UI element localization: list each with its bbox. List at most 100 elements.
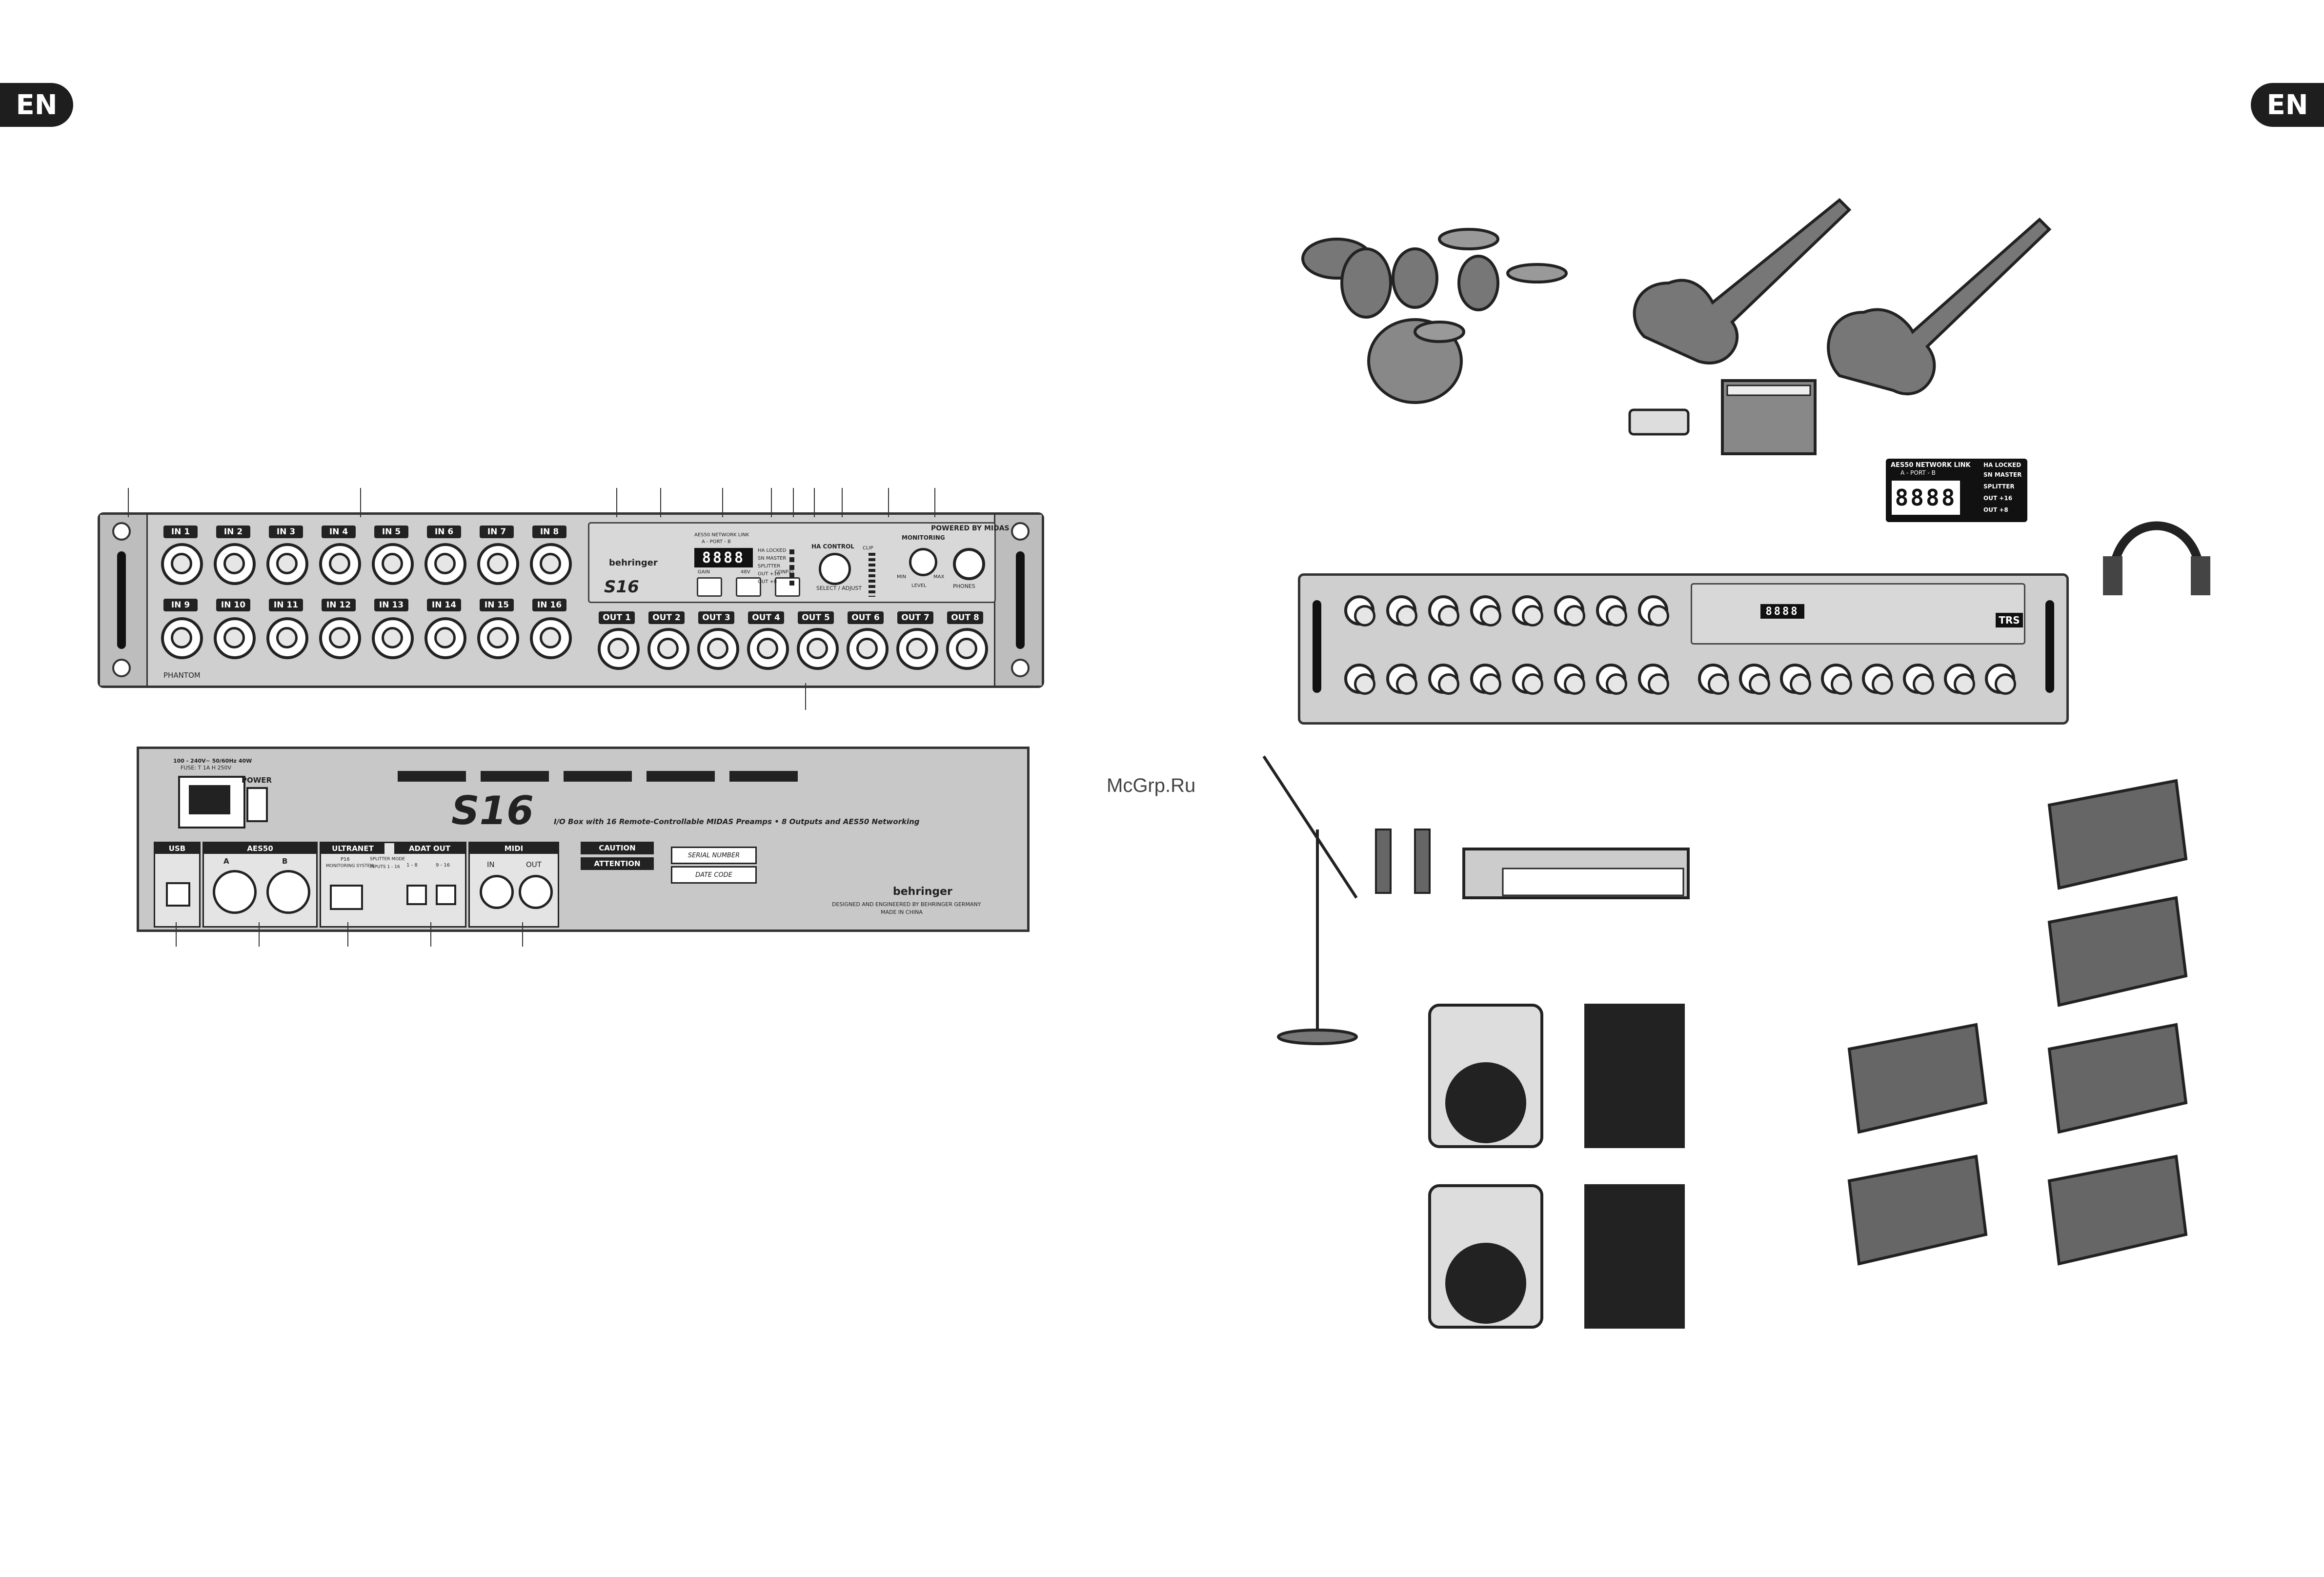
xlr-input-jack[interactable] <box>424 543 466 585</box>
diagram-xlr-output <box>1780 664 1811 695</box>
input-label: IN 6 <box>427 526 461 538</box>
aes50-port-b-label: B <box>282 857 288 866</box>
xlr-input-jack[interactable] <box>214 617 256 659</box>
xlr-input-jack[interactable] <box>424 617 466 659</box>
output-label: OUT 6 <box>848 611 884 624</box>
drum-kit-icon <box>1301 228 1568 404</box>
input-label: IN 15 <box>480 599 514 611</box>
adat-out-2-port[interactable] <box>436 885 456 905</box>
xlr-output-jack[interactable] <box>797 628 839 670</box>
lcd-display: 8888 <box>694 548 753 567</box>
min-label: MIN <box>897 574 907 580</box>
power-switch[interactable] <box>246 787 268 822</box>
xlr-input-jack[interactable] <box>477 543 519 585</box>
adat-out-1-port[interactable] <box>406 885 427 905</box>
diagram-xlr-output <box>1698 664 1729 695</box>
zoom-status-label: OUT +8 <box>1983 506 2008 513</box>
ultranet-port[interactable] <box>330 885 363 910</box>
brand-logo: behringer <box>609 558 658 568</box>
xlr-input-jack[interactable] <box>372 543 414 585</box>
adat-1-label: 1 - 8 <box>406 863 418 868</box>
input-label: IN 1 <box>163 526 198 538</box>
aes50-port-a-label: A <box>223 857 229 866</box>
select-adjust-encoder[interactable] <box>819 553 851 585</box>
xlr-output-jack[interactable] <box>847 628 889 670</box>
xlr-input-jack[interactable] <box>319 543 361 585</box>
xlr-output-jack[interactable] <box>747 628 789 670</box>
config-button[interactable] <box>775 577 800 597</box>
callout-line <box>793 488 794 517</box>
diagram-xlr-input <box>1344 595 1375 627</box>
xlr-output-jack[interactable] <box>647 628 689 670</box>
xlr-output-jack[interactable] <box>697 628 739 670</box>
callout-line <box>347 922 348 947</box>
xlr-input-jack[interactable] <box>266 543 308 585</box>
xlr-input-jack[interactable] <box>530 617 572 659</box>
xlr-input-jack[interactable] <box>161 617 203 659</box>
phones-jack[interactable] <box>953 548 985 580</box>
status-led <box>789 557 794 562</box>
callout-line <box>722 488 723 517</box>
aes50-port-b[interactable] <box>266 870 310 914</box>
xlr-input-jack[interactable] <box>214 543 256 585</box>
xlr-output-jack[interactable] <box>598 628 640 670</box>
powered-by-label: POWERED BY MIDAS <box>931 525 1010 532</box>
phantom-label: PHANTOM <box>163 671 201 680</box>
monitoring-system-label: MONITORING SYSTEM <box>326 864 374 869</box>
xlr-output-jack[interactable] <box>896 628 938 670</box>
aes50-port-a[interactable] <box>213 870 257 914</box>
xlr-input-jack[interactable] <box>161 543 203 585</box>
diagram-xlr-output <box>1944 664 1975 695</box>
midi-out-port[interactable] <box>519 875 553 909</box>
callout-line <box>842 488 843 517</box>
xlr-input-jack[interactable] <box>530 543 572 585</box>
rack-handle-slot <box>1016 551 1025 649</box>
config-label: CONFIG <box>775 569 794 575</box>
output-label: OUT 7 <box>897 611 933 624</box>
electric-guitar-icon <box>1827 217 2052 395</box>
monitoring-label: MONITORING <box>902 534 945 541</box>
xlr-output-jack[interactable] <box>946 628 988 670</box>
guitar-amp-icon <box>1721 379 1817 455</box>
gain-label: GAIN <box>698 569 710 575</box>
diagram-xlr-output <box>1903 664 1934 695</box>
level-meter <box>869 553 875 597</box>
zoom-status-label: OUT +16 <box>1983 495 2013 502</box>
max-label: MAX <box>933 574 945 580</box>
input-label: IN 5 <box>374 526 408 538</box>
callout-line <box>128 488 129 517</box>
watermark: McGrp.Ru <box>1107 775 1196 796</box>
diagram-xlr-input <box>1596 595 1627 627</box>
phantom-48v-button[interactable] <box>736 577 761 597</box>
rack-hole <box>1011 522 1030 541</box>
xlr-input-jack[interactable] <box>372 617 414 659</box>
48v-label: 48V <box>741 569 750 575</box>
midi-out-label: OUT <box>526 860 542 869</box>
diagram-xlr-input <box>1554 664 1585 695</box>
diagram-xlr-input <box>1638 595 1669 627</box>
callout-line <box>934 488 935 517</box>
attention-label: ATTENTION <box>581 857 654 870</box>
network-link-label: AES50 NETWORK LINK <box>694 532 749 538</box>
xlr-input-jack[interactable] <box>266 617 308 659</box>
power-spec-1: 100 - 240V~ 50/60Hz 40W <box>173 758 252 764</box>
pa-speakers-icon <box>1428 1004 1685 1329</box>
trs-label: TRS <box>1996 613 2023 627</box>
midi-in-port[interactable] <box>480 875 514 909</box>
xlr-input-jack[interactable] <box>477 617 519 659</box>
usb-section: USB <box>154 842 201 928</box>
port-label: A - PORT - B <box>702 539 731 545</box>
status-led <box>789 573 794 578</box>
gain-button[interactable] <box>697 577 722 597</box>
select-adjust-label: SELECT / ADJUST <box>816 585 862 591</box>
iec-power-inlet[interactable] <box>178 776 245 829</box>
monitoring-level-knob[interactable] <box>909 548 937 576</box>
midi-section: MIDI IN OUT <box>468 842 559 928</box>
xlr-input-jack[interactable] <box>319 617 361 659</box>
rear-panel: 100 - 240V~ 50/60Hz 40W FUSE: T 1A H 250… <box>137 747 1030 932</box>
diagram-xlr-input <box>1344 664 1375 695</box>
wedge-monitors-icon <box>1847 779 2188 1266</box>
usb-port[interactable] <box>166 882 190 907</box>
callout-line <box>771 488 772 517</box>
aes50-label: AES50 <box>204 843 316 854</box>
